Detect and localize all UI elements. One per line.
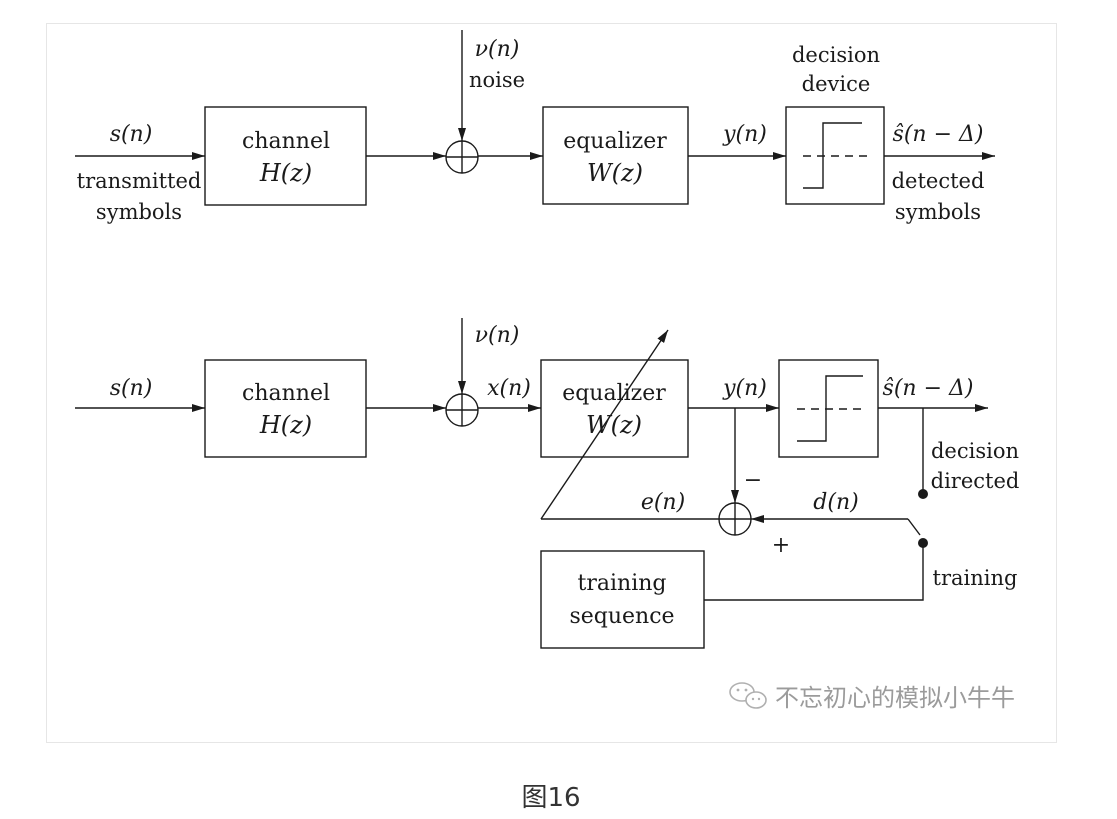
desired-signal-label: d(n) bbox=[813, 490, 858, 515]
top-noise-signal-label: ν(n) bbox=[475, 37, 520, 62]
top-channel-name: channel bbox=[242, 129, 330, 154]
top-noise-description: noise bbox=[469, 68, 525, 92]
bottom-diagram: s(n) channel H(z) ν(n) x(n) equalizer W(… bbox=[75, 318, 1020, 649]
top-input-description-line2: symbols bbox=[96, 200, 182, 224]
error-summer bbox=[718, 502, 752, 536]
top-input-description-line1: transmitted bbox=[77, 169, 202, 193]
error-signal-label: e(n) bbox=[641, 490, 685, 515]
decision-directed-label-line2: directed bbox=[931, 469, 1020, 493]
top-equalizer-block bbox=[542, 106, 689, 205]
training-sequence-line bbox=[704, 543, 924, 601]
watermark-text: 不忘初心的模拟小牛牛 bbox=[775, 684, 1015, 712]
bottom-equalizer-input-label: x(n) bbox=[487, 376, 531, 401]
error-summer-plus-sign: + bbox=[772, 533, 790, 558]
top-output-description-line2: symbols bbox=[895, 200, 981, 224]
top-diagram: s(n) transmitted symbols channel H(z) ν(… bbox=[75, 30, 995, 224]
decision-directed-label-line1: decision bbox=[931, 439, 1019, 463]
training-sequence-label-line1: training bbox=[578, 571, 667, 596]
top-output-description-line1: detected bbox=[892, 169, 985, 193]
training-sequence-block bbox=[540, 550, 705, 649]
mode-switch-arm bbox=[907, 518, 921, 536]
bottom-equalizer-transfer: W(z) bbox=[586, 411, 642, 439]
wechat-icon bbox=[729, 682, 767, 709]
bottom-equalizer-name: equalizer bbox=[562, 381, 666, 406]
top-noise-summer bbox=[445, 140, 479, 174]
top-equalizer-transfer: W(z) bbox=[587, 159, 643, 187]
training-sequence-label-line2: sequence bbox=[569, 604, 674, 629]
bottom-noise-signal-label: ν(n) bbox=[475, 323, 520, 348]
top-decision-description-line1: decision bbox=[792, 43, 880, 67]
bottom-input-signal-label: s(n) bbox=[110, 376, 153, 401]
bottom-equalizer-output-label: y(n) bbox=[722, 376, 767, 401]
figure-caption: 图16 bbox=[521, 783, 580, 813]
bottom-channel-name: channel bbox=[242, 381, 330, 406]
top-input-signal-label: s(n) bbox=[110, 122, 153, 147]
error-summer-minus-sign: − bbox=[744, 468, 762, 493]
adaptation-arrow bbox=[540, 329, 669, 520]
top-decision-description-line2: device bbox=[802, 72, 871, 96]
training-switch-label: training bbox=[933, 566, 1018, 590]
top-equalizer-output-label: y(n) bbox=[722, 122, 767, 147]
top-channel-block bbox=[204, 106, 367, 206]
top-channel-transfer: H(z) bbox=[259, 159, 312, 187]
top-output-signal-label: ŝ(n − Δ) bbox=[893, 122, 984, 147]
bottom-output-signal-label: ŝ(n − Δ) bbox=[883, 376, 974, 401]
bottom-noise-summer bbox=[445, 393, 479, 427]
top-equalizer-name: equalizer bbox=[563, 129, 667, 154]
watermark: 不忘初心的模拟小牛牛 bbox=[729, 682, 1015, 712]
bottom-channel-transfer: H(z) bbox=[259, 411, 312, 439]
bottom-channel-block bbox=[204, 359, 367, 458]
